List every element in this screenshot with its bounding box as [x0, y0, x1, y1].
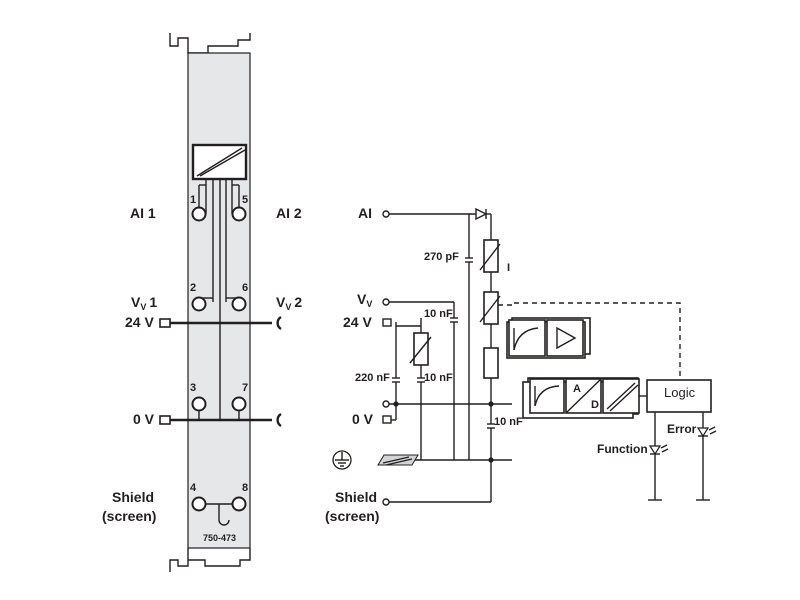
filter-block-2 — [529, 378, 565, 414]
label-0v: 0 V — [133, 411, 155, 427]
terminal-number-5: 5 — [242, 194, 248, 206]
label-24v: 24 V — [125, 314, 154, 330]
schematic-label-screen: (screen) — [325, 508, 379, 524]
error-label: Error — [667, 422, 697, 436]
terminal-number-6: 6 — [242, 282, 248, 294]
terminal-number-8: 8 — [242, 482, 248, 494]
schematic-label-vv: VV — [357, 291, 372, 309]
dc-dc-converter — [191, 143, 248, 181]
function-label: Function — [597, 442, 648, 456]
label-screen: (screen) — [102, 508, 156, 524]
cap-10nf-label-c: 10 nF — [494, 416, 523, 428]
schematic-label-0v: 0 V — [352, 411, 374, 427]
label-shield: Shield — [112, 489, 154, 505]
schematic-wiring — [382, 207, 681, 506]
din-rail-icon — [377, 454, 419, 466]
terminal-2 — [191, 296, 207, 312]
logic-label: Logic — [664, 385, 696, 400]
terminal-number-4: 4 — [190, 482, 197, 494]
adc-label-a: A — [573, 383, 581, 395]
module-model-number: 750-473 — [203, 533, 236, 543]
cap-10nf-label-a: 10 nF — [424, 308, 453, 320]
terminal-3 — [191, 396, 207, 412]
error-led-icon — [696, 412, 717, 501]
terminal-number-3: 3 — [190, 382, 196, 394]
filter-block — [508, 319, 546, 357]
terminal-number-2: 2 — [190, 282, 196, 294]
amplifier-block — [546, 319, 584, 357]
adc-label-d: D — [591, 399, 599, 411]
label-ai1: AI 1 — [130, 205, 156, 221]
terminal-7 — [231, 396, 247, 412]
function-led-icon — [648, 412, 669, 501]
protective-earth-icon — [332, 450, 352, 470]
current-source-label: I — [507, 262, 510, 274]
terminal-6 — [231, 296, 247, 312]
label-ai2: AI 2 — [276, 205, 302, 221]
cap-10nf-label-b: 10 nF — [424, 372, 453, 384]
terminals — [191, 206, 247, 526]
signal-chain — [506, 317, 712, 419]
terminal-8 — [231, 496, 247, 512]
schematic-label-24v: 24 V — [343, 314, 372, 330]
terminal-1 — [191, 206, 207, 222]
cap-220nf-label: 220 nF — [355, 372, 390, 384]
schematic-label-ai: AI — [358, 205, 372, 221]
adc-block — [565, 378, 602, 414]
schematic-label-shield: Shield — [335, 489, 377, 505]
terminal-number-7: 7 — [242, 382, 248, 394]
isolation-block — [602, 378, 640, 414]
cap-270pf-label: 270 pF — [424, 251, 459, 263]
terminal-4 — [191, 496, 207, 512]
power-contacts — [159, 315, 282, 428]
terminal-number-1: 1 — [190, 194, 196, 206]
terminal-5 — [231, 206, 247, 222]
